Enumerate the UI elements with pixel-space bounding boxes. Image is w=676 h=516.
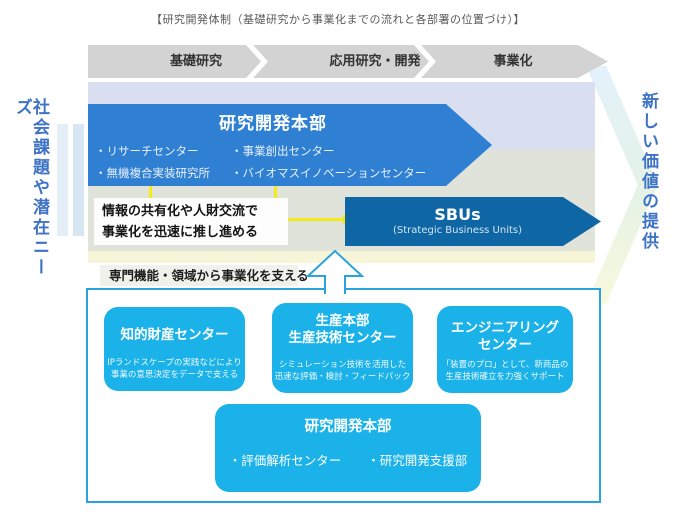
sbus-subtitle: (Strategic Business Units) xyxy=(392,225,523,236)
support-box-intellectual-property: 知的財産センター IPランドスケープの実践などにより 事業の意思決定をデータで支… xyxy=(104,307,245,391)
support-box-engineering: エンジニアリング センター 「装置のプロ」として、新商品の 生産技術確立を力強く… xyxy=(437,306,573,393)
member-item: ・評価解析センター xyxy=(228,453,342,468)
box-description: シミュレーション技術を活用した 迅速な評価・検討・フィードバック xyxy=(274,360,411,382)
box-description: IPランドスケープの実践などにより 事業の意思決定をデータで支える xyxy=(107,358,242,380)
phase-label-commercialization: 事業化 xyxy=(493,54,533,69)
rd-headquarters-title: 研究開発本部 xyxy=(219,114,327,134)
rd-headquarters-arrow: 研究開発本部 ・リサーチセンター ・事業創出センター ・無機複合実装研究所 ・バ… xyxy=(88,104,492,186)
phase-label-basic-research: 基礎研究 xyxy=(169,54,223,69)
box-title: 知的財産センター xyxy=(120,327,229,343)
sbus-title: SBUs xyxy=(434,205,481,224)
rd-headquarters-members: ・リサーチセンター ・事業創出センター ・無機複合実装研究所 ・バイオマスイノベ… xyxy=(95,140,426,184)
side-label-new-value: 新しい価値の提供 xyxy=(638,92,658,252)
member-item: ・無機複合実装研究所 xyxy=(95,166,210,180)
member-item: ・事業創出センター xyxy=(231,144,335,158)
member-item: ・バイオマスイノベーションセンター xyxy=(231,166,427,180)
member-item: ・研究開発支援部 xyxy=(367,453,468,468)
up-arrow-icon xyxy=(305,249,365,294)
sbus-arrow: SBUs (Strategic Business Units) xyxy=(345,197,601,246)
connector-line xyxy=(149,186,152,200)
background-stripe xyxy=(73,124,84,236)
page-title: 【研究開発体制（基礎研究から事業化までの流れと各部署の位置づけ）】 xyxy=(151,13,525,26)
note-line: 事業化を迅速に推し進める xyxy=(102,224,259,240)
member-item: ・リサーチセンター xyxy=(95,144,199,158)
box-description: 「装置のプロ」として、新商品の 生産技術確立を力強くサポート xyxy=(441,360,569,382)
side-label-social-needs: 社会課題や潜在ニーズ xyxy=(12,98,49,278)
chevron-separator-icon xyxy=(246,45,268,78)
connector-line xyxy=(283,218,346,221)
collaboration-note-box: 情報の共有化や人財交流で 事業化を迅速に推し進める xyxy=(94,198,288,245)
support-caption: 専門機能・領域から事業化を支える xyxy=(100,265,309,286)
support-box-production-technology: 生産本部 生産技術センター シミュレーション技術を活用した 迅速な評価・検討・フ… xyxy=(272,303,413,393)
box-title: 生産本部 生産技術センター xyxy=(288,313,397,346)
support-box-rd-headquarters: 研究開発本部 ・評価解析センター ・研究開発支援部 xyxy=(215,404,481,492)
background-stripe xyxy=(57,124,68,236)
box-members: ・評価解析センター ・研究開発支援部 xyxy=(215,451,481,471)
phase-label-applied-research: 応用研究・開発 xyxy=(329,54,421,69)
note-line: 情報の共有化や人財交流で xyxy=(102,203,259,219)
box-title: エンジニアリング センター xyxy=(451,320,559,353)
box-title: 研究開発本部 xyxy=(304,419,392,435)
phase-banner: 基礎研究 応用研究・開発 事業化 xyxy=(88,45,608,78)
